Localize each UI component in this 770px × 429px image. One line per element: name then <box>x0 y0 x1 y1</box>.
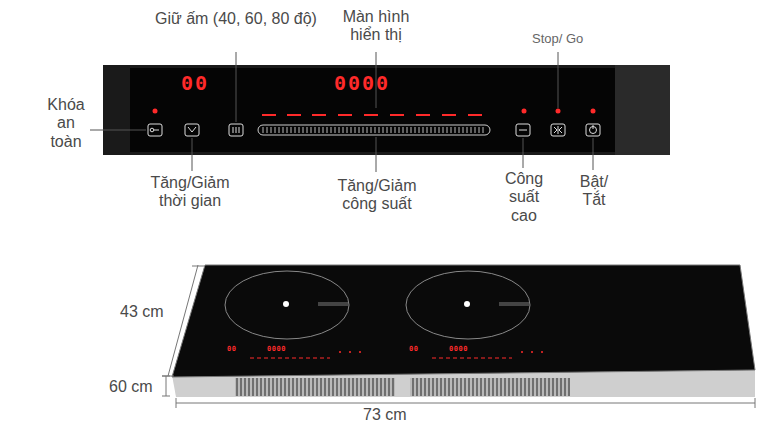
power-dashes <box>262 114 482 116</box>
slider-tick <box>451 127 452 133</box>
power-slider <box>258 125 490 135</box>
slider-tick <box>375 127 376 133</box>
slider-tick <box>347 127 348 133</box>
slider-tick <box>383 127 384 133</box>
mini-dashes <box>250 358 512 359</box>
cooking-zone <box>225 271 349 339</box>
part-label: Công suất cao <box>498 170 550 225</box>
panel-edge <box>615 65 670 155</box>
slider-tick <box>435 127 436 133</box>
slider-tick <box>423 127 424 133</box>
slider-tick <box>359 127 360 133</box>
slider-tick <box>411 127 412 133</box>
slider-tick <box>323 127 324 133</box>
slider-tick <box>371 127 372 133</box>
slider-tick <box>379 127 380 133</box>
display-digits: 00 <box>181 72 209 95</box>
slider-tick <box>327 127 328 133</box>
slider-tick <box>387 127 388 133</box>
part-label: Màn hình hiển thị <box>334 8 418 45</box>
slider-tick <box>407 127 408 133</box>
zone-mark <box>499 302 529 306</box>
slider-tick <box>475 127 476 133</box>
slider-tick <box>363 127 364 133</box>
panel <box>103 65 670 155</box>
slider-tick <box>287 127 288 133</box>
slider-tick <box>403 127 404 133</box>
slider-tick <box>283 127 284 133</box>
leader-lines <box>90 52 593 172</box>
part-label: Khóa an toàn <box>43 96 89 151</box>
slider-tick <box>367 127 368 133</box>
slider-tick <box>355 127 356 133</box>
touch-icons <box>148 124 600 136</box>
slider-tick <box>443 127 444 133</box>
part-label: Tăng/Giảm công suất <box>325 177 429 214</box>
zone-mark <box>318 302 348 306</box>
display-digits: 00 <box>409 345 418 353</box>
part-label: Stop/ Go <box>532 32 583 47</box>
cooking-zone <box>406 271 530 339</box>
slider-tick <box>447 127 448 133</box>
slider-tick <box>303 127 304 133</box>
dimension-label: 73 cm <box>363 406 407 424</box>
slider-tick <box>463 127 464 133</box>
dimension-label: 60 cm <box>109 378 153 396</box>
display-digits: 0000 <box>334 72 390 95</box>
part-label: Bật/ Tắt <box>572 173 616 210</box>
slider-tick <box>351 127 352 133</box>
vent <box>235 378 395 396</box>
slider-tick <box>335 127 336 133</box>
dimension-label: 43 cm <box>120 303 164 321</box>
slider-tick <box>467 127 468 133</box>
slider-tick <box>427 127 428 133</box>
display-digits: 00 <box>227 345 236 353</box>
slider-tick <box>279 127 280 133</box>
slider-tick <box>343 127 344 133</box>
part-label: Tăng/Giảm thời gian <box>138 174 242 211</box>
part-label: Giữ ấm (40, 60, 80 độ) <box>155 10 317 28</box>
slider-tick <box>431 127 432 133</box>
slider-ticks <box>263 127 483 133</box>
vent <box>410 378 570 396</box>
slider-tick <box>263 127 264 133</box>
slider-tick <box>299 127 300 133</box>
indicator-dots <box>153 109 596 114</box>
zone-center <box>283 301 289 307</box>
slider-tick <box>267 127 268 133</box>
slider-tick <box>339 127 340 133</box>
slider-tick <box>271 127 272 133</box>
slider-tick <box>415 127 416 133</box>
slider-tick <box>479 127 480 133</box>
cooktop-glass <box>172 265 755 377</box>
mini-dots <box>339 351 543 353</box>
slider-tick <box>483 127 484 133</box>
panel-glass <box>130 68 615 152</box>
slider-tick <box>459 127 460 133</box>
slider-tick <box>399 127 400 133</box>
slider-tick <box>307 127 308 133</box>
slider-tick <box>311 127 312 133</box>
slider-tick <box>319 127 320 133</box>
slider-tick <box>419 127 420 133</box>
slider-tick <box>331 127 332 133</box>
display-digits: 0000 <box>267 345 286 353</box>
slider-tick <box>391 127 392 133</box>
slider-tick <box>275 127 276 133</box>
display-digits: 0000 <box>449 345 468 353</box>
slider-tick <box>315 127 316 133</box>
slider-tick <box>439 127 440 133</box>
slider-tick <box>395 127 396 133</box>
slider-tick <box>295 127 296 133</box>
zone-center <box>464 301 470 307</box>
slider-tick <box>455 127 456 133</box>
dimension-lines <box>162 265 755 408</box>
slider-tick <box>471 127 472 133</box>
slider-tick <box>291 127 292 133</box>
